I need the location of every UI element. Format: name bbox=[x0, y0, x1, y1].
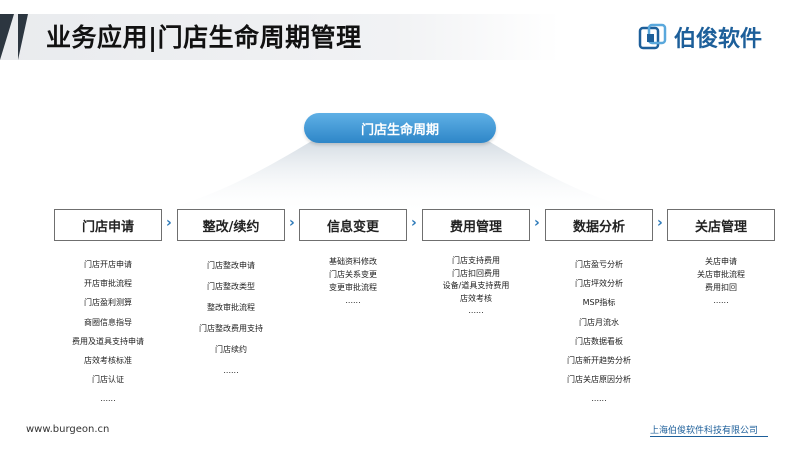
stage-item: 开店审批流程 bbox=[84, 279, 132, 289]
stage-item: 门店新开趋势分析 bbox=[567, 356, 631, 366]
stage-item-list: 门店盈亏分析门店坪效分析 MSP指标门店月流水门店数据看板门店新开趋势分析门店关店… bbox=[534, 255, 664, 409]
stage-item: 门店关系变更 bbox=[329, 270, 377, 279]
stage-item-list: 门店整改申请门店整改类型整改审批流程门店整改费用支持门店续约...... bbox=[166, 255, 296, 381]
stage-item: 门店续约 bbox=[215, 345, 247, 354]
stage-box: 整改/续约 bbox=[177, 209, 285, 241]
stage-item: ...... bbox=[100, 394, 116, 404]
footer-website: www.burgeon.cn bbox=[26, 424, 110, 435]
stage-item-list: 关店申请关店审批流程费用扣回...... bbox=[656, 255, 786, 307]
header-bar bbox=[0, 14, 560, 60]
brand-logo-icon bbox=[638, 23, 667, 50]
stage-item: 费用扣回 bbox=[705, 283, 737, 292]
stage-box: 数据分析 bbox=[545, 209, 653, 241]
stage-item: 基础资料修改 bbox=[329, 257, 377, 266]
stage-item: 门店认证 bbox=[92, 375, 124, 385]
stage-item: ...... bbox=[345, 296, 361, 305]
stage-box: 关店管理 bbox=[667, 209, 775, 241]
stage-item: 门店整改申请 bbox=[207, 261, 255, 270]
stage-item: 商圈信息指导 bbox=[84, 317, 132, 327]
stage-item: 门店整改费用支持 bbox=[199, 324, 263, 333]
footer-company: 上海伯俊软件科技有限公司 bbox=[650, 426, 759, 436]
stage-item: 门店整改类型 bbox=[207, 282, 255, 291]
stage-item-list: 门店开店申请开店审批流程门店盈利测算商圈信息指导费用及道具支持申请店效考核标准门… bbox=[43, 255, 173, 409]
stage-item: 门店盈亏分析 bbox=[575, 260, 623, 269]
header-accent-stripe bbox=[0, 14, 14, 60]
chevron-right-icon: › bbox=[411, 215, 417, 231]
header-accent-stripe-secondary bbox=[18, 14, 28, 60]
stage-box: 信息变更 bbox=[299, 209, 407, 241]
stage-item: 关店审批流程 bbox=[697, 270, 745, 279]
stage-item: 设备/道具支持费用 bbox=[442, 281, 510, 290]
stage-item: 门店数据看板 bbox=[575, 336, 623, 346]
stage-item-list: 门店支持费用门店扣回费用设备/道具支持费用店效考核...... bbox=[411, 255, 541, 318]
stage-item: 门店关店原因分析 bbox=[567, 375, 631, 385]
stage-item: 门店盈利测算 bbox=[84, 298, 132, 308]
stage-item: 门店月流水 bbox=[579, 317, 619, 327]
brand: 伯俊软件 bbox=[638, 22, 762, 52]
stage-item: 门店扣回费用 bbox=[452, 268, 500, 278]
chevron-right-icon: › bbox=[534, 215, 540, 231]
stage-item: 门店支持费用 bbox=[452, 256, 500, 265]
chevron-right-icon: › bbox=[166, 215, 172, 231]
stage-item: 整改审批流程 bbox=[207, 303, 255, 312]
page-title: 业务应用|门店生命周期管理 bbox=[46, 23, 362, 52]
stage-item: MSP指标 bbox=[582, 298, 616, 308]
stage-item-list: 基础资料修改门店关系变更变更审批流程...... bbox=[288, 255, 418, 307]
stage-item: 关店申请 bbox=[705, 257, 737, 266]
brand-name: 伯俊软件 bbox=[673, 27, 762, 52]
stage-box: 费用管理 bbox=[422, 209, 530, 241]
stage-item: 费用及道具支持申请 bbox=[72, 336, 144, 346]
stage-box: 门店申请 bbox=[54, 209, 162, 241]
stage-item: 门店开店申请 bbox=[84, 260, 132, 269]
stage-item: ...... bbox=[223, 366, 239, 375]
stage-item: ...... bbox=[591, 394, 607, 404]
chevron-right-icon: › bbox=[289, 215, 295, 231]
root-node: 门店生命周期 bbox=[304, 113, 496, 143]
stage-item: ...... bbox=[713, 296, 729, 305]
root-glow bbox=[150, 136, 650, 214]
stage-item: 店效考核标准 bbox=[84, 356, 132, 366]
footer-underline bbox=[650, 436, 768, 437]
stage-item: 门店坪效分析 bbox=[575, 279, 623, 289]
chevron-right-icon: › bbox=[657, 215, 663, 231]
stage-item: ...... bbox=[468, 306, 484, 315]
stage-item: 店效考核 bbox=[460, 293, 492, 303]
stage-item: 变更审批流程 bbox=[329, 283, 377, 292]
